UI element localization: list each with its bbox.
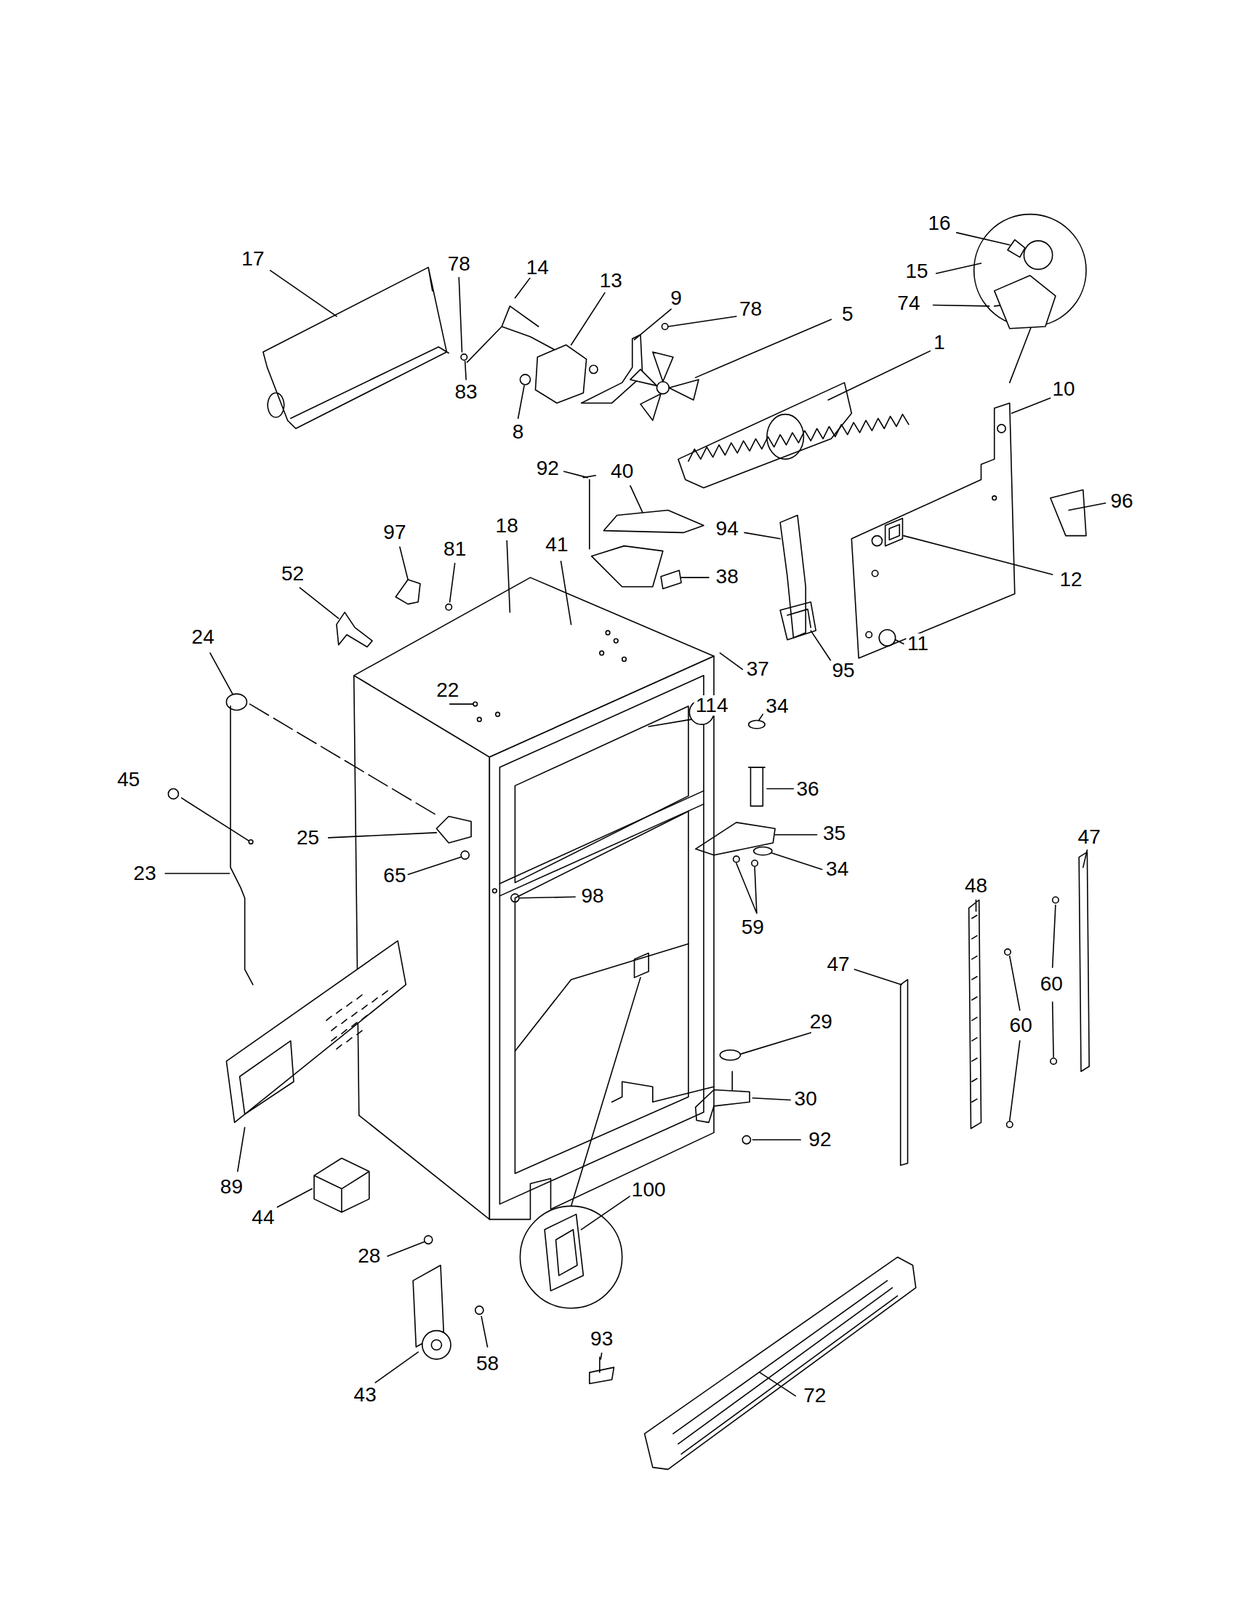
callout-number: 114 [694,695,730,716]
callout-number: 44 [250,1206,276,1228]
callout-number: 23 [132,862,158,884]
callout-number: 92 [806,1129,833,1150]
callout-number: 25 [295,827,321,848]
callout-number: 18 [494,515,520,536]
callout-number: 60 [1038,973,1065,994]
callout-number: 95 [830,660,857,681]
callout-number: 29 [808,1011,834,1032]
callout-number: 74 [895,292,922,314]
callout-number: 100 [630,1179,668,1200]
callout-number: 15 [904,260,930,282]
callout-number: 52 [279,563,306,584]
callout-number: 1 [932,332,947,353]
callout-number: 58 [474,1352,501,1374]
callout-number: 81 [442,538,468,560]
callout-number: 83 [453,381,480,403]
callout-number: 5 [840,303,855,325]
callout-number: 60 [1008,1014,1034,1036]
callout-number: 10 [1051,378,1077,400]
callout-number: 59 [740,916,766,938]
callout-number: 48 [963,875,989,896]
callout-number: 34 [824,858,850,879]
callout-number: 35 [821,822,847,844]
callout-number: 12 [1057,569,1084,590]
callout-number: 38 [714,566,741,587]
callout-number: 40 [609,460,635,482]
callout-number: 37 [745,658,771,680]
callout-number: 28 [356,1245,382,1266]
callout-number: 47 [825,953,852,975]
callout-number: 11 [905,633,930,654]
callout-number: 36 [794,778,821,799]
callout-number: 65 [381,865,408,886]
callout-number: 72 [801,1384,828,1406]
callout-number: 43 [352,1384,379,1405]
callout-number: 14 [524,257,551,278]
callout-number: 16 [926,213,952,234]
callout-number: 8 [511,421,526,443]
callout-number: 30 [793,1088,819,1109]
callout-number: 92 [535,458,561,479]
callout-number: 96 [1109,490,1135,512]
callout-number: 22 [434,679,461,701]
callout-number: 78 [446,253,472,275]
callout-number: 93 [588,1328,615,1349]
callout-number: 78 [737,298,764,320]
callout-number: 89 [218,1176,245,1197]
callout-number: 34 [764,695,790,717]
callout-number: 9 [668,287,684,309]
callout-number: 47 [1076,826,1103,847]
callout-number: 94 [714,518,741,539]
callout-number: 98 [579,885,605,906]
callout-number: 13 [598,270,624,291]
callout-number: 45 [115,769,142,790]
callout-number: 24 [190,626,216,648]
callout-number: 41 [543,534,570,555]
callout-number: 97 [381,521,408,543]
callout-number: 17 [239,248,266,269]
